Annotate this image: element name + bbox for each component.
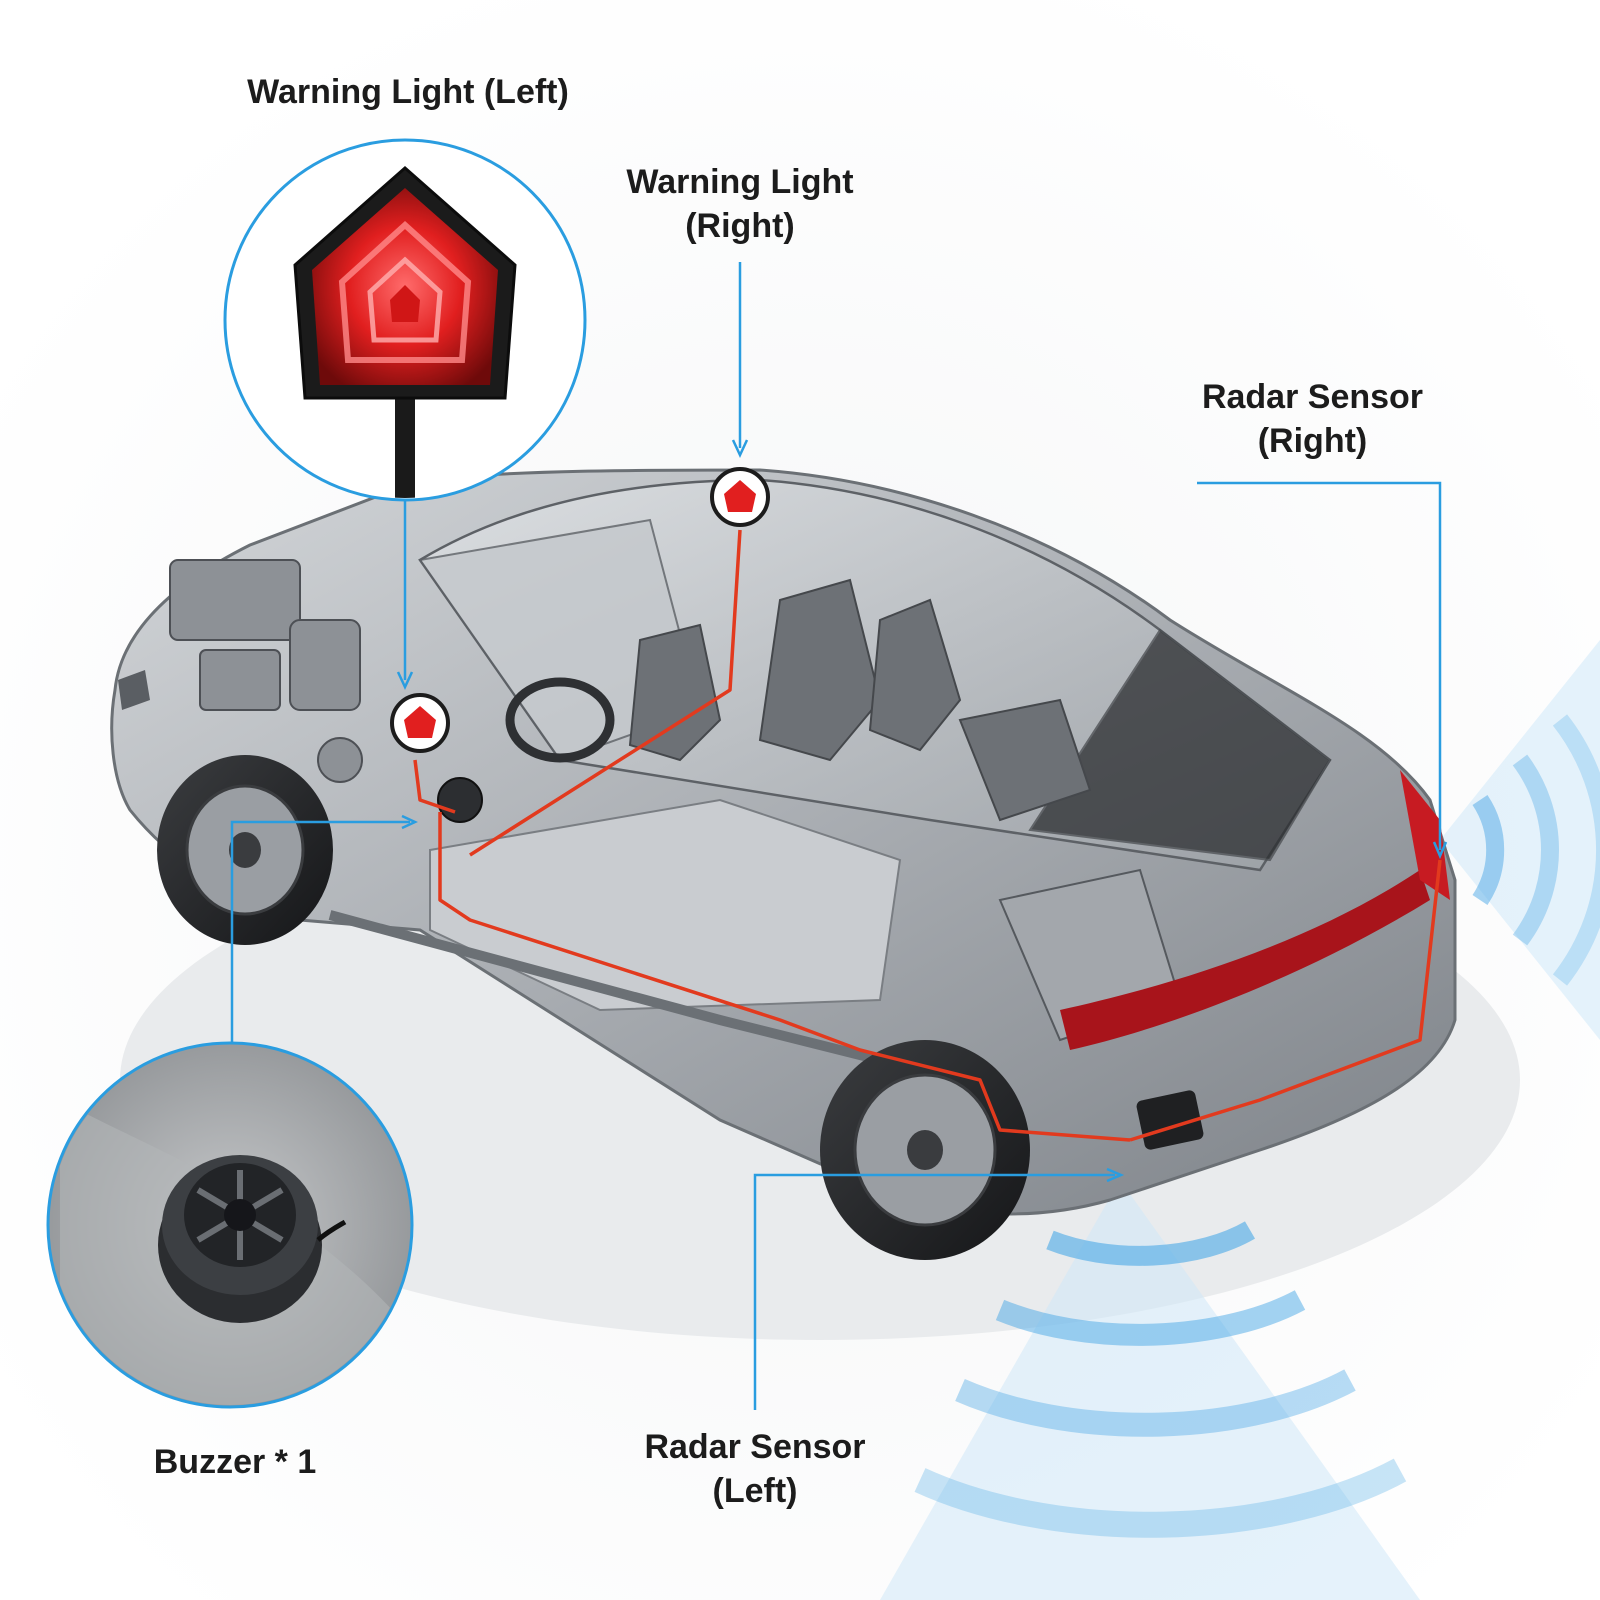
label-radar-sensor-right-line2: (Right) [1257,422,1368,460]
label-radar-sensor-right: Radar Sensor (Right) [1180,375,1445,463]
front-wheel [157,755,333,945]
callout-lines [230,262,1448,1410]
car-icon [110,468,1457,1260]
label-buzzer: Buzzer * 1 [115,1440,355,1484]
radar-wave-left [880,1180,1420,1600]
label-radar-sensor-left-line2: (Left) [712,1472,798,1510]
label-radar-sensor-right-line1: Radar Sensor [1201,378,1424,416]
label-radar-sensor-left: Radar Sensor (Left) [620,1425,890,1513]
rear-wheel [820,1040,1030,1260]
label-buzzer-line1: Buzzer * 1 [153,1443,317,1481]
radar-sensor-icon [1136,1090,1204,1150]
wiring-harness [413,529,1442,1142]
label-warning-light-right-line1: Warning Light [626,163,854,201]
label-warning-light-left: Warning Light (Left) [228,70,588,114]
buzzer-zoom [46,1041,414,1409]
radar-wave-right [1440,640,1600,1040]
warning-light-left-zoom [223,138,587,502]
label-warning-light-right-line2: (Right) [685,207,795,245]
warning-light-right-marker [710,467,770,527]
label-warning-light-left-line1: Warning Light (Left) [247,73,569,111]
label-radar-sensor-left-line1: Radar Sensor [644,1428,866,1466]
buzzer-icon [60,1100,410,1405]
label-warning-light-right: Warning Light (Right) [590,160,890,248]
warning-light-left-marker [390,693,450,753]
